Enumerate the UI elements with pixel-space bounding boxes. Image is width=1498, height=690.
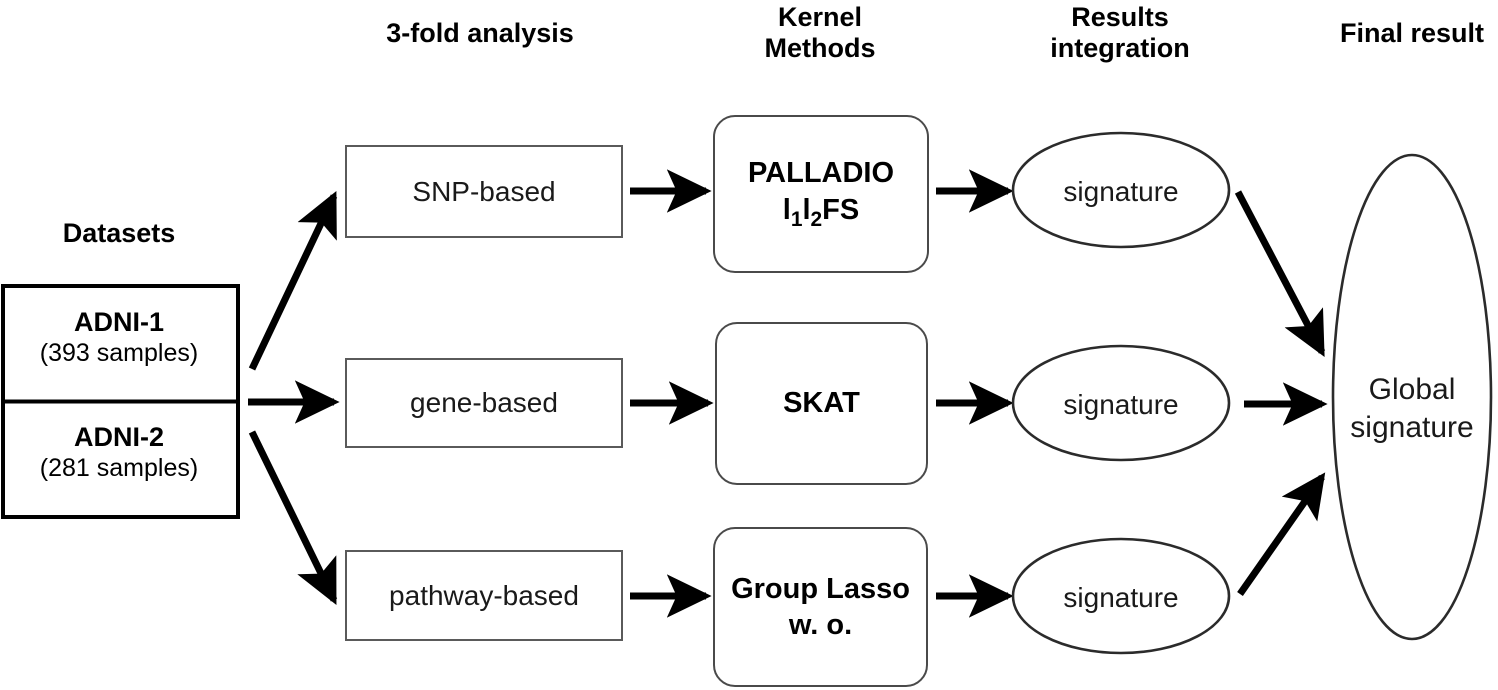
global-signature-label: Global signature [1350,373,1474,444]
analysis-box-snp-based[interactable]: SNP-based [345,145,623,238]
dataset-sample-count: (281 samples) [39,454,199,483]
signature-label-gene: signature [1063,389,1179,420]
kernel-box-subtitle-l1l2fs: l1l2FS [782,193,860,231]
analysis-box-gene-based[interactable]: gene-based [345,358,623,448]
kernel-box-title: PALLADIO [747,157,895,190]
kernel-box-title: Group Lasso [731,572,910,605]
arrow-signature-pathway-to-global [1237,472,1326,597]
global-signature-ellipse [1331,153,1493,641]
kernel-box-title: SKAT [783,387,860,420]
kernel-box-skat[interactable]: SKAT [715,322,928,485]
datasets-label: Datasets [62,218,176,248]
analysis-box-label: pathway-based [389,579,579,611]
column-header-final-result: Final result [1339,18,1485,48]
signature-ellipse-gene [1011,344,1231,462]
arrow-signature-snp-to-global [1234,190,1326,357]
column-header-results-integration: Results integration [1050,2,1190,64]
signature-ellipse-pathway [1011,537,1231,655]
signature-ellipse-snp [1011,131,1231,249]
kernel-box-palladio[interactable]: PALLADIO l1l2FS [713,115,929,273]
arrow-datasets-to-snp [248,190,338,371]
analysis-box-label: SNP-based [412,175,556,207]
dataset-sample-count: (393 samples) [39,339,199,368]
dataset-row-adni-1: ADNI-1 (393 samples) [0,306,238,368]
arrow-datasets-to-pathway [248,430,338,606]
analysis-box-label: gene-based [410,387,558,418]
signature-label-snp: signature [1063,176,1179,207]
kernel-box-subtitle: w. o. [788,609,853,641]
dataset-row-adni-2: ADNI-2 (281 samples) [0,421,238,483]
column-header-kernel-methods: Kernel Methods [764,2,876,64]
signature-label-pathway: signature [1063,582,1179,613]
column-header-3-fold-analysis: 3-fold analysis [386,18,574,48]
dataset-name: ADNI-1 [73,307,164,337]
kernel-box-group-lasso[interactable]: Group Lasso w. o. [713,527,928,687]
dataset-name: ADNI-2 [73,422,164,452]
analysis-box-pathway-based[interactable]: pathway-based [345,550,623,641]
